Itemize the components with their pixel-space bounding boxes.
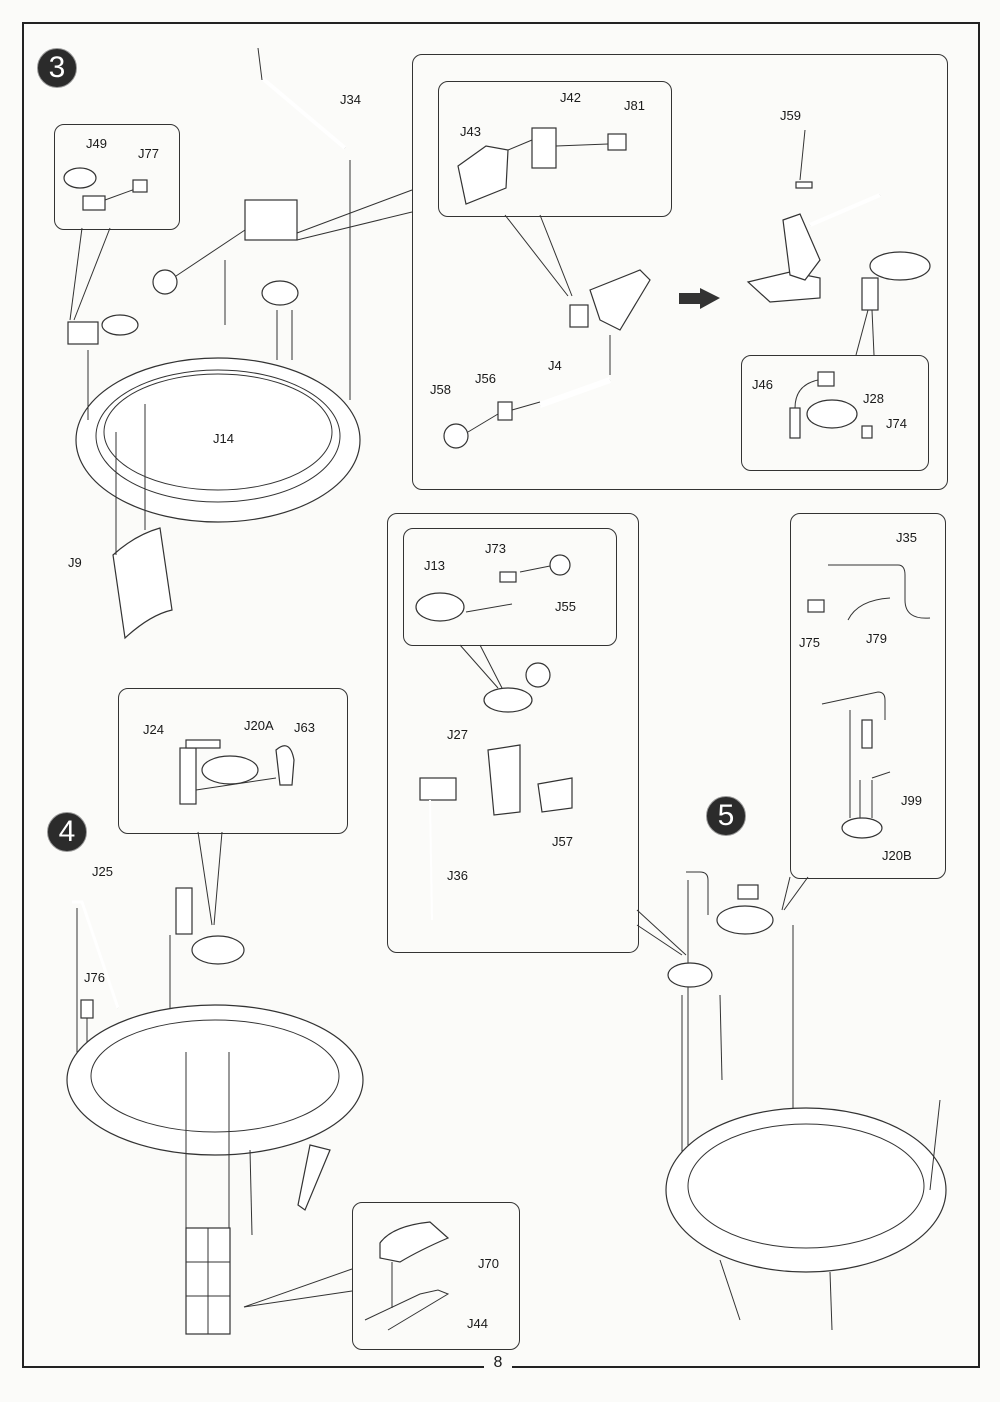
step-3-detail-box-j49 xyxy=(54,124,180,230)
label-j63: J63 xyxy=(294,720,315,735)
label-j79: J79 xyxy=(866,631,887,646)
page-frame xyxy=(22,22,980,1368)
label-j4: J4 xyxy=(548,358,562,373)
label-j56: J56 xyxy=(475,371,496,386)
step-5-callout-seat xyxy=(790,513,946,879)
label-j49: J49 xyxy=(86,136,107,151)
page-number: 8 xyxy=(493,1354,503,1371)
step-4-detail-box-basket xyxy=(352,1202,520,1350)
label-j25: J25 xyxy=(92,864,113,879)
step-5-detail-box-gearbox xyxy=(403,528,617,646)
label-j9: J9 xyxy=(68,555,82,570)
step-5-callout-mechanism xyxy=(387,513,639,953)
step-5-badge: 5 xyxy=(706,796,746,836)
label-j58: J58 xyxy=(430,382,451,397)
label-j59: J59 xyxy=(780,108,801,123)
label-j99: J99 xyxy=(901,793,922,808)
label-j28: J28 xyxy=(863,391,884,406)
label-j35: J35 xyxy=(896,530,917,545)
label-j44: J44 xyxy=(467,1316,488,1331)
label-j24: J24 xyxy=(143,722,164,737)
step-4-badge: 4 xyxy=(47,812,87,852)
label-j70: J70 xyxy=(478,1256,499,1271)
label-j43: J43 xyxy=(460,124,481,139)
step-4-detail-box-seat xyxy=(118,688,348,834)
label-j57: J57 xyxy=(552,834,573,849)
label-j20a: J20A xyxy=(244,718,274,733)
label-j42: J42 xyxy=(560,90,581,105)
label-j36: J36 xyxy=(447,868,468,883)
label-j20b: J20B xyxy=(882,848,912,863)
label-j76: J76 xyxy=(84,970,105,985)
label-j46: J46 xyxy=(752,377,773,392)
step-3-badge: 3 xyxy=(37,48,77,88)
label-j14: J14 xyxy=(213,431,234,446)
label-j74: J74 xyxy=(886,416,907,431)
step-3-detail-box-seat xyxy=(741,355,929,471)
label-j55: J55 xyxy=(555,599,576,614)
label-j34: J34 xyxy=(340,92,361,107)
label-j75: J75 xyxy=(799,635,820,650)
label-j77: J77 xyxy=(138,146,159,161)
frame-bottom-left xyxy=(22,1366,484,1368)
label-j13: J13 xyxy=(424,558,445,573)
label-j27: J27 xyxy=(447,727,468,742)
step-3-callout-gun-assembly xyxy=(412,54,948,490)
frame-bottom-right xyxy=(512,1366,978,1368)
label-j73: J73 xyxy=(485,541,506,556)
label-j81: J81 xyxy=(624,98,645,113)
